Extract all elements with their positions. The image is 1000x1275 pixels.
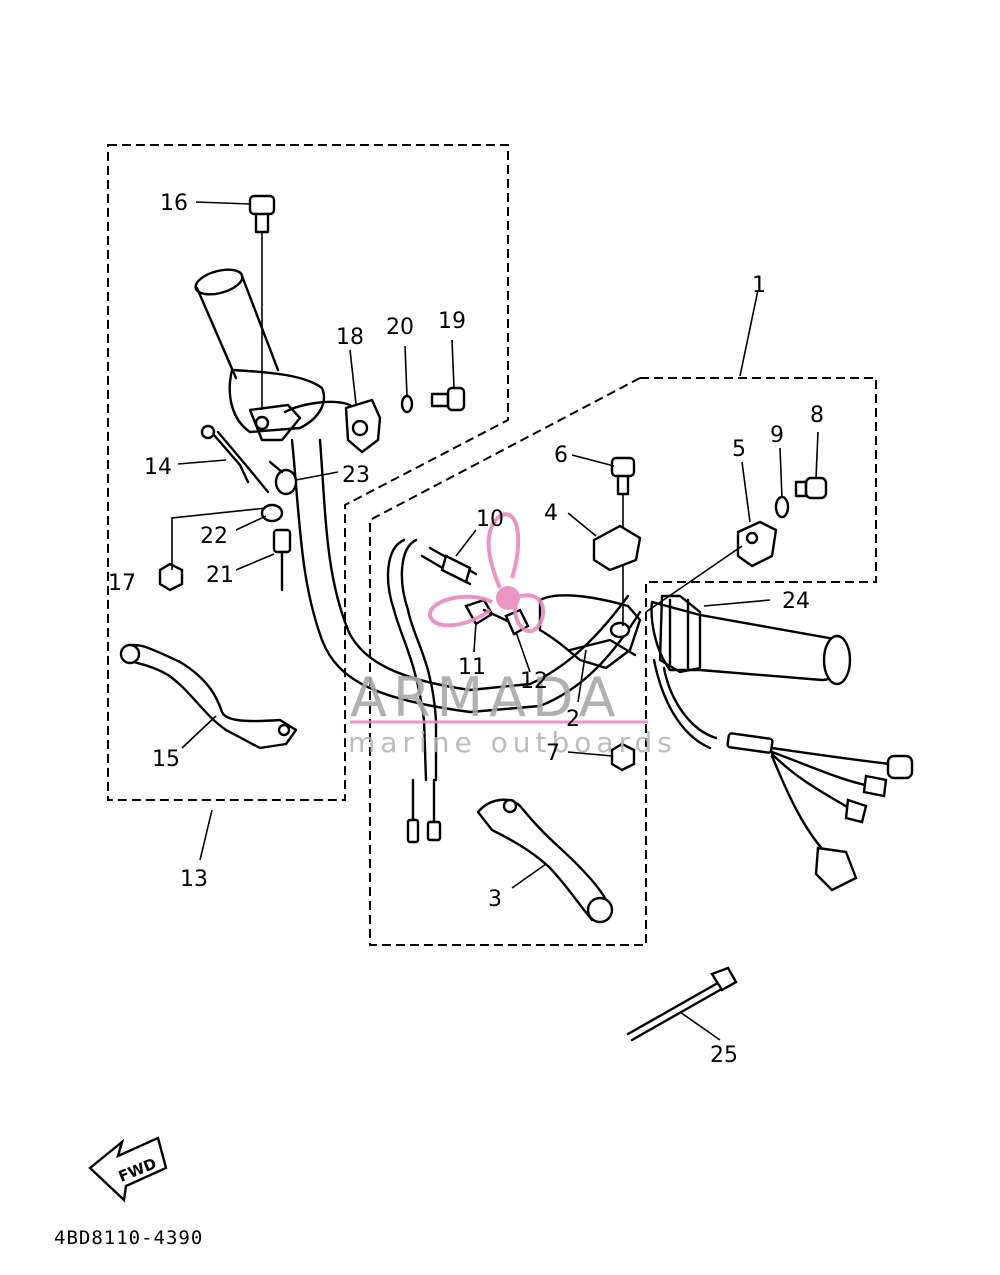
callout-24: 24: [782, 589, 810, 614]
watermark-brand: ARMADA: [350, 666, 622, 729]
part-14-pin: [200, 424, 250, 484]
part-25-cable-tie: [626, 966, 738, 1042]
part-18-clamp: [344, 398, 382, 454]
propeller-logo-icon: [428, 512, 546, 634]
handlebar: [290, 438, 642, 714]
callout-8: 8: [810, 403, 824, 428]
part-3-lever: [476, 798, 614, 924]
part-23-cap: [268, 460, 298, 496]
callout-4: 4: [544, 501, 558, 526]
part-8-screw: [794, 476, 828, 500]
part-20-washer: [400, 394, 414, 414]
callout-9: 9: [770, 423, 784, 448]
part-17-nut: [158, 562, 184, 592]
watermark-tagline: marine outboards: [348, 726, 677, 759]
wire-leads: [406, 778, 442, 844]
part-16-screw: [248, 194, 276, 410]
callout-2: 2: [566, 707, 580, 732]
callout-1: 1: [752, 273, 766, 298]
callout-13: 13: [180, 867, 208, 892]
callout-12: 12: [520, 669, 548, 694]
part-9-washer: [774, 495, 790, 519]
group-13-boundary: [107, 144, 509, 801]
callout-22: 22: [200, 524, 228, 549]
part-11-fitting: [464, 598, 512, 626]
part-22-nut: [260, 503, 284, 523]
group-1-boundary: [369, 377, 877, 946]
callout-labels: 16 1 18 20 19 8 9 5 6 14 23 4 10 22 21 1…: [108, 191, 824, 1068]
callout-21: 21: [206, 563, 234, 588]
callout-5: 5: [732, 437, 746, 462]
callout-19: 19: [438, 309, 466, 334]
callout-3: 3: [488, 887, 502, 912]
callout-20: 20: [386, 315, 414, 340]
left-grip-assembly: [194, 268, 352, 494]
callout-25: 25: [710, 1043, 738, 1068]
leader-lines: [171, 201, 819, 1041]
part-21-screw: [272, 528, 292, 592]
fwd-arrow: FWD: [88, 1136, 168, 1203]
part-2-switch: [538, 594, 642, 670]
callout-6: 6: [554, 443, 568, 468]
callout-18: 18: [336, 325, 364, 350]
part-7-nut: [610, 742, 636, 772]
callout-17: 17: [108, 571, 136, 596]
callout-15: 15: [152, 747, 180, 772]
callout-14: 14: [144, 455, 172, 480]
part-15-lever: [119, 643, 298, 750]
callout-23: 23: [342, 463, 370, 488]
part-4-block: [592, 524, 642, 572]
callout-16: 16: [160, 191, 188, 216]
callout-7: 7: [546, 741, 560, 766]
callout-11: 11: [458, 655, 486, 680]
part-5-clamp: [645, 520, 778, 613]
wire-harness: [652, 658, 914, 892]
watermark: ARMADA marine outboards: [348, 512, 677, 759]
right-grip-24: [650, 594, 852, 686]
diagram-code: 4BD8110-4390: [54, 1227, 203, 1249]
callout-10: 10: [476, 507, 504, 532]
part-19-screw: [430, 386, 466, 412]
part-10-cable: [386, 538, 478, 782]
